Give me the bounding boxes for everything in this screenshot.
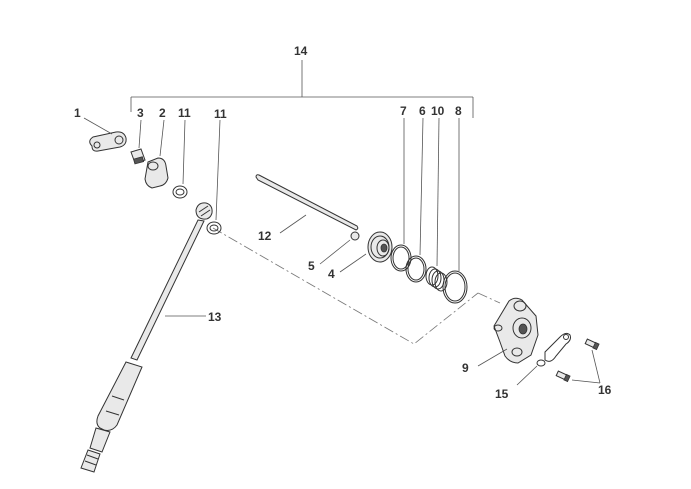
part-oring-8 xyxy=(442,118,468,304)
callout-13: 13 xyxy=(208,310,222,324)
part-spray-lance xyxy=(80,202,213,473)
callout-11-right: 11 xyxy=(214,107,227,121)
part-screws xyxy=(555,338,601,384)
part-clip xyxy=(516,332,571,386)
part-rod xyxy=(255,174,359,234)
callout-3: 3 xyxy=(137,106,144,120)
callout-7: 7 xyxy=(400,104,407,118)
callout-15: 15 xyxy=(495,387,509,401)
part-lever xyxy=(83,117,127,152)
assembly-centerline xyxy=(212,227,501,345)
part-oring-left xyxy=(172,119,188,199)
part-valve-seat xyxy=(339,231,393,273)
callout-5: 5 xyxy=(308,259,315,273)
callout-16: 16 xyxy=(598,383,612,397)
part-sleeve xyxy=(144,119,169,189)
callout-6: 6 xyxy=(419,104,426,118)
callout-9: 9 xyxy=(462,361,469,375)
callout-4: 4 xyxy=(328,267,335,281)
callout-10: 10 xyxy=(431,104,445,118)
part-oring-right xyxy=(206,119,222,235)
callout-14: 14 xyxy=(294,44,308,58)
part-oring-6 xyxy=(405,117,427,283)
part-oring-7 xyxy=(390,118,412,272)
part-spring xyxy=(425,117,448,292)
callout-12: 12 xyxy=(258,229,272,243)
part-ball xyxy=(319,231,360,265)
callout-2: 2 xyxy=(159,106,166,120)
part-fitting xyxy=(130,119,146,165)
assembly-bracket-14 xyxy=(130,60,474,118)
callout-1: 1 xyxy=(74,106,81,120)
callout-8: 8 xyxy=(455,104,462,118)
callout-11-left: 11 xyxy=(178,106,191,120)
part-pump-head xyxy=(477,297,539,367)
